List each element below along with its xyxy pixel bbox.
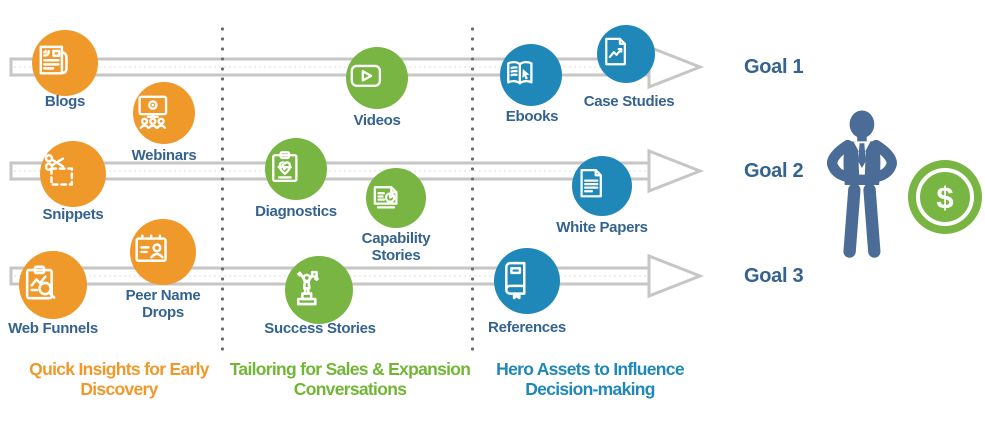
node-label-ebooks: Ebooks — [505, 108, 559, 125]
dollar-coin-inner-ring: $ — [916, 168, 974, 226]
health-clipboard-icon — [265, 147, 327, 192]
node-label-capability-stories: Capability Stories — [361, 230, 431, 264]
businessman-icon — [827, 110, 897, 258]
node-label-blogs: Blogs — [44, 93, 86, 110]
node-label-web-funnels: Web Funnels — [8, 320, 98, 337]
node-case-studies — [597, 25, 655, 83]
node-peer-name-drops — [130, 219, 196, 285]
node-capability-stories — [366, 168, 426, 228]
dollar-sign: $ — [936, 179, 954, 215]
node-label-videos: Videos — [353, 112, 401, 129]
node-ebooks — [500, 44, 562, 106]
scissors-snippet-icon — [40, 150, 106, 197]
node-webinars — [133, 82, 195, 144]
stage-divider-left — [220, 24, 225, 356]
node-videos — [346, 47, 408, 109]
node-label-diagnostics: Diagnostics — [255, 203, 337, 220]
stage-divider-right — [470, 24, 475, 356]
node-references — [494, 248, 560, 314]
node-label-webinars: Webinars — [131, 147, 197, 164]
id-card-icon — [130, 228, 196, 275]
text-document-icon — [572, 164, 632, 207]
goal-2-label: Goal 2 — [744, 160, 804, 182]
stage-label-hero-assets: Hero Assets to Influence Decision-making — [496, 359, 684, 399]
node-label-references: References — [488, 319, 566, 336]
node-snippets — [40, 141, 106, 207]
node-label-white-papers: White Papers — [556, 219, 648, 236]
pie-document-icon — [366, 176, 426, 219]
node-label-success-stories: Success Stories — [264, 320, 376, 337]
node-label-snippets: Snippets — [42, 206, 104, 223]
goal-1-label: Goal 1 — [744, 56, 804, 78]
goal-3-label: Goal 3 — [744, 265, 804, 287]
node-label-case-studies: Case Studies — [583, 93, 675, 110]
bound-book-icon — [494, 257, 560, 304]
webinar-screen-icon — [133, 91, 195, 136]
node-web-funnels — [19, 251, 87, 319]
funnel-report-icon — [19, 261, 87, 310]
node-white-papers — [572, 156, 632, 216]
dollar-coin-icon: $ — [908, 160, 982, 234]
newspaper-icon — [32, 39, 98, 86]
winner-podium-icon — [285, 266, 353, 315]
goal-2-arrow — [9, 148, 705, 194]
node-blogs — [32, 30, 98, 96]
play-video-icon — [346, 56, 408, 101]
node-diagnostics — [265, 138, 327, 200]
open-book-cursor-icon — [500, 53, 562, 98]
stage-label-tailoring: Tailoring for Sales & Expansion Conversa… — [229, 359, 471, 399]
node-label-peer-name-drops: Peer Name Drops — [125, 287, 201, 321]
node-success-stories — [285, 256, 353, 324]
chart-document-icon — [597, 33, 655, 75]
stage-label-quick-insights: Quick Insights for Early Discovery — [29, 359, 209, 399]
